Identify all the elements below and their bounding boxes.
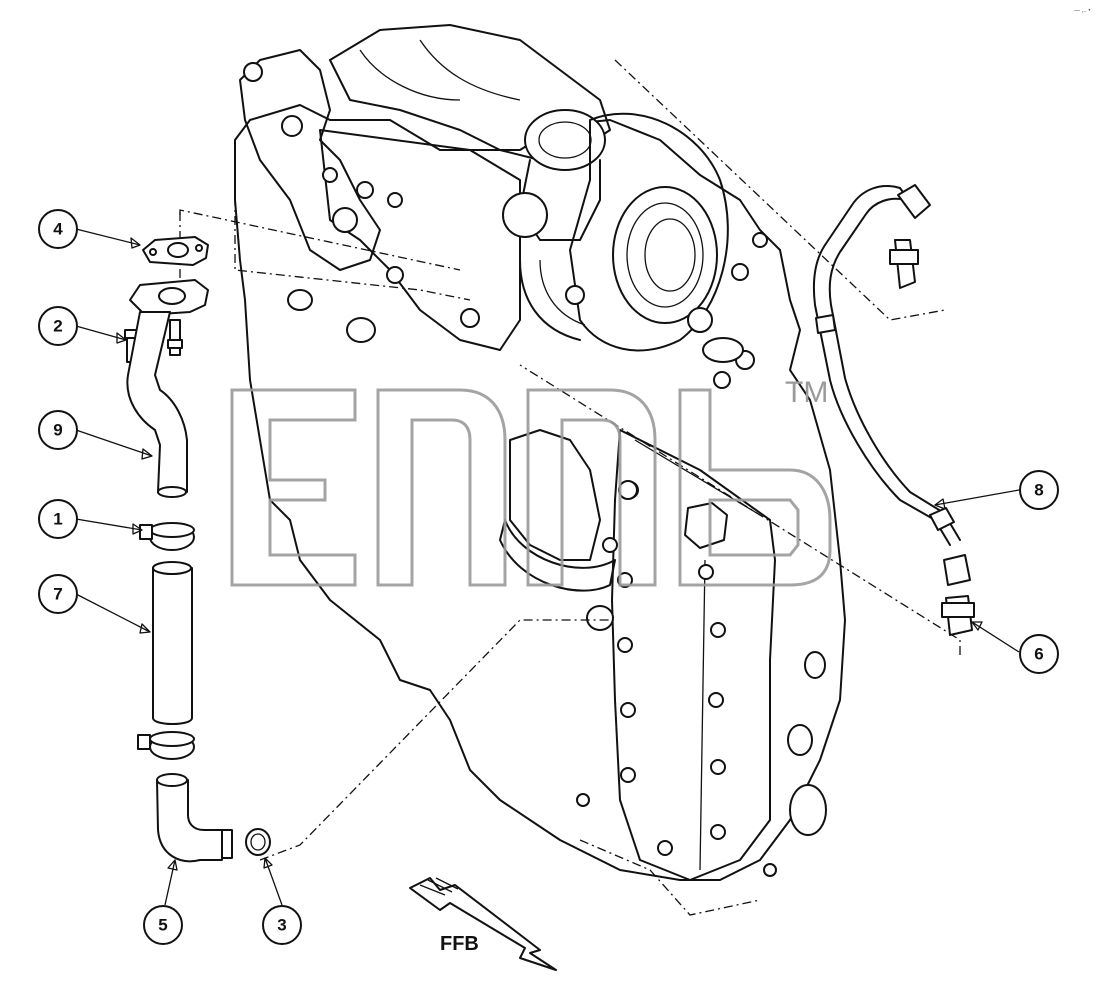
callout-3: 3 [262,905,302,945]
direction-indicator: FFB [409,877,557,971]
callout-label: 1 [53,510,62,529]
callout-label: 3 [277,916,286,935]
callout-5: 5 [143,905,183,945]
corner-mark: — ,.. • [1074,8,1090,14]
callout-7: 7 [38,574,78,614]
oil-drain-assembly [124,236,271,863]
callout-label: 9 [53,421,62,440]
watermark-logo: TM [230,376,832,587]
callout-label: 6 [1034,645,1043,664]
callout-1: 1 [38,499,78,539]
assembly-guide-lines [179,59,961,916]
hose [152,567,193,725]
direction-label: FFB [440,933,479,955]
callout-4: 4 [38,209,78,249]
callout-2: 2 [38,306,78,346]
callout-9: 9 [38,410,78,450]
elbow-tube [156,779,223,863]
feather-arrow-icon [409,877,557,971]
callout-label: 7 [53,585,62,604]
callout-label: 2 [53,317,62,336]
engine-block [234,24,846,881]
o-ring [245,828,271,856]
callout-label: 4 [53,220,63,239]
callout-label: 5 [158,916,167,935]
callout-label: 8 [1034,481,1043,500]
callout-6: 6 [1019,634,1059,674]
oil-supply-line [812,184,975,636]
callout-8: 8 [1019,470,1059,510]
leader-lines [75,228,1020,906]
trademark-mark: TM [785,376,828,409]
